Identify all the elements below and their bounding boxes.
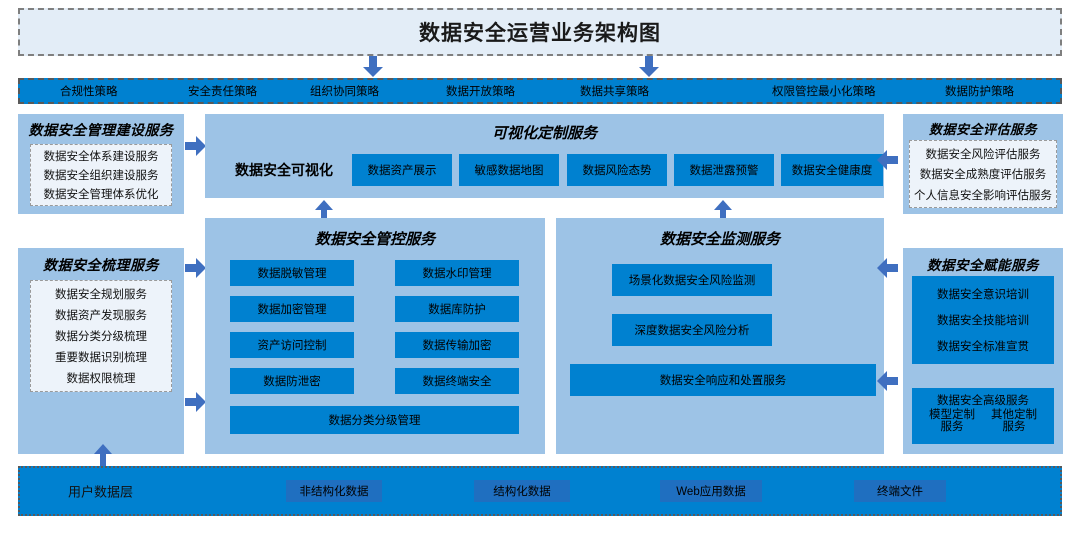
page-title: 数据安全运营业务架构图 <box>419 22 661 45</box>
panel-enablement-service[interactable]: 数据安全赋能服务 数据安全意识培训 数据安全技能培训 数据安全标准宣贯 数据安全… <box>903 248 1063 454</box>
strategy-item-6[interactable]: 数据防护策略 <box>945 86 1014 98</box>
list-item[interactable]: 数据安全标准宣贯 <box>937 341 1029 353</box>
viz-chip-0[interactable]: 数据资产展示 <box>352 154 452 186</box>
list-item[interactable]: 数据权限梳理 <box>66 373 136 385</box>
arrow-right-icon <box>185 258 207 278</box>
bottom-data-layer-bar: 用户数据层 非结构化数据 结构化数据 Web应用数据 终端文件 <box>18 466 1062 516</box>
list-item[interactable]: 重要数据识别梳理 <box>55 352 147 364</box>
list-item[interactable]: 数据安全体系建设服务 <box>43 151 159 163</box>
viz-chip-4[interactable]: 数据安全健康度 <box>781 154 883 186</box>
list-item[interactable]: 数据安全管理体系优化 <box>43 189 159 201</box>
monitoring-chip-2[interactable]: 数据安全响应和处置服务 <box>570 364 876 396</box>
sorting-item-list: 数据安全规划服务 数据资产发现服务 数据分类分级梳理 重要数据识别梳理 数据权限… <box>30 280 172 392</box>
viz-chip-1[interactable]: 敏感数据地图 <box>459 154 559 186</box>
diagram-title-banner: 数据安全运营业务架构图 <box>18 8 1062 56</box>
assessment-item-list: 数据安全风险评估服务 数据安全成熟度评估服务 个人信息安全影响评估服务 <box>909 140 1057 208</box>
list-item[interactable]: 数据安全成熟度评估服务 <box>919 169 1047 181</box>
arrow-left-icon <box>876 150 898 170</box>
panel-monitoring-service[interactable]: 数据安全监测服务 场景化数据安全风险监测 深度数据安全风险分析 数据安全响应和处… <box>556 218 884 454</box>
control-chip-wide[interactable]: 数据分类分级管理 <box>230 406 519 434</box>
control-chip-right-2[interactable]: 数据传输加密 <box>395 332 519 358</box>
panel-title-monitoring: 数据安全监测服务 <box>659 231 780 248</box>
panel-data-security-management[interactable]: 数据安全管理建设服务 数据安全体系建设服务 数据安全组织建设服务 数据安全管理体… <box>18 114 184 214</box>
advanced-title: 数据安全高级服务 <box>937 395 1029 407</box>
panel-title-sorting: 数据安全梳理服务 <box>43 257 159 273</box>
control-chip-left-3[interactable]: 数据防泄密 <box>230 368 354 394</box>
arrow-up-icon <box>314 200 334 222</box>
list-item[interactable]: 数据资产发现服务 <box>55 310 147 322</box>
advanced-sub-right[interactable]: 其他定制服务 <box>991 409 1037 434</box>
control-chip-right-1[interactable]: 数据库防护 <box>395 296 519 322</box>
data-chip-3[interactable]: 终端文件 <box>854 480 946 502</box>
strategy-item-4[interactable]: 数据共享策略 <box>580 86 649 98</box>
arrow-right-icon <box>185 392 207 412</box>
strategy-item-1[interactable]: 安全责任策略 <box>188 86 257 98</box>
panel-title-control: 数据安全管控服务 <box>314 231 435 248</box>
panel-control-service[interactable]: 数据安全管控服务 数据脱敏管理 数据加密管理 资产访问控制 数据防泄密 数据水印… <box>205 218 545 454</box>
control-chip-right-0[interactable]: 数据水印管理 <box>395 260 519 286</box>
panel-title-visualization: 可视化定制服务 <box>491 125 597 142</box>
panel-title-management: 数据安全管理建设服务 <box>28 122 174 138</box>
viz-chip-3[interactable]: 数据泄露预警 <box>674 154 774 186</box>
strategy-bar: 合规性策略 安全责任策略 组织协同策略 数据开放策略 数据共享策略 权限管控最小… <box>18 78 1062 104</box>
list-item[interactable]: 数据安全技能培训 <box>937 315 1029 327</box>
management-item-list: 数据安全体系建设服务 数据安全组织建设服务 数据安全管理体系优化 <box>30 144 172 206</box>
panel-title-enablement: 数据安全赋能服务 <box>927 258 1039 273</box>
strategy-item-3[interactable]: 数据开放策略 <box>446 86 515 98</box>
list-item[interactable]: 数据安全意识培训 <box>937 289 1029 301</box>
arrow-left-icon <box>876 258 898 278</box>
viz-chip-2[interactable]: 数据风险态势 <box>567 154 667 186</box>
panel-visualization-service[interactable]: 可视化定制服务 数据安全可视化 数据资产展示 敏感数据地图 数据风险态势 数据泄… <box>205 114 884 198</box>
panel-data-security-sorting[interactable]: 数据安全梳理服务 数据安全规划服务 数据资产发现服务 数据分类分级梳理 重要数据… <box>18 248 184 454</box>
data-chip-0[interactable]: 非结构化数据 <box>286 480 382 502</box>
arrow-left-icon <box>876 371 898 391</box>
visualization-label: 数据安全可视化 <box>235 162 333 178</box>
strategy-item-5[interactable]: 权限管控最小化策略 <box>772 86 876 98</box>
control-chip-left-2[interactable]: 资产访问控制 <box>230 332 354 358</box>
panel-assessment-service[interactable]: 数据安全评估服务 数据安全风险评估服务 数据安全成熟度评估服务 个人信息安全影响… <box>903 114 1063 214</box>
arrow-right-icon <box>185 136 207 156</box>
data-chip-2[interactable]: Web应用数据 <box>660 480 762 502</box>
data-chip-1[interactable]: 结构化数据 <box>474 480 570 502</box>
bottom-bar-label: 用户数据层 <box>68 484 134 500</box>
arrow-up-icon <box>713 200 733 222</box>
panel-title-assessment: 数据安全评估服务 <box>928 122 1037 137</box>
list-item[interactable]: 数据安全组织建设服务 <box>43 170 159 182</box>
strategy-item-2[interactable]: 组织协同策略 <box>310 86 379 98</box>
arrow-down-icon <box>362 56 384 78</box>
control-chip-left-0[interactable]: 数据脱敏管理 <box>230 260 354 286</box>
arrow-up-icon <box>93 444 113 468</box>
list-item[interactable]: 数据分类分级梳理 <box>55 331 147 343</box>
control-chip-right-3[interactable]: 数据终端安全 <box>395 368 519 394</box>
strategy-item-0[interactable]: 合规性策略 <box>60 86 118 98</box>
monitoring-chip-0[interactable]: 场景化数据安全风险监测 <box>612 264 772 296</box>
enablement-item-list: 数据安全意识培训 数据安全技能培训 数据安全标准宣贯 <box>912 276 1054 364</box>
control-chip-left-1[interactable]: 数据加密管理 <box>230 296 354 322</box>
panel-advanced-service[interactable]: 数据安全高级服务 模型定制服务 其他定制服务 <box>912 388 1054 444</box>
list-item[interactable]: 数据安全风险评估服务 <box>925 148 1041 161</box>
monitoring-chip-1[interactable]: 深度数据安全风险分析 <box>612 314 772 346</box>
advanced-sub-left[interactable]: 模型定制服务 <box>929 409 975 434</box>
arrow-down-icon <box>638 56 660 78</box>
list-item[interactable]: 个人信息安全影响评估服务 <box>914 189 1052 202</box>
list-item[interactable]: 数据安全规划服务 <box>55 289 147 301</box>
